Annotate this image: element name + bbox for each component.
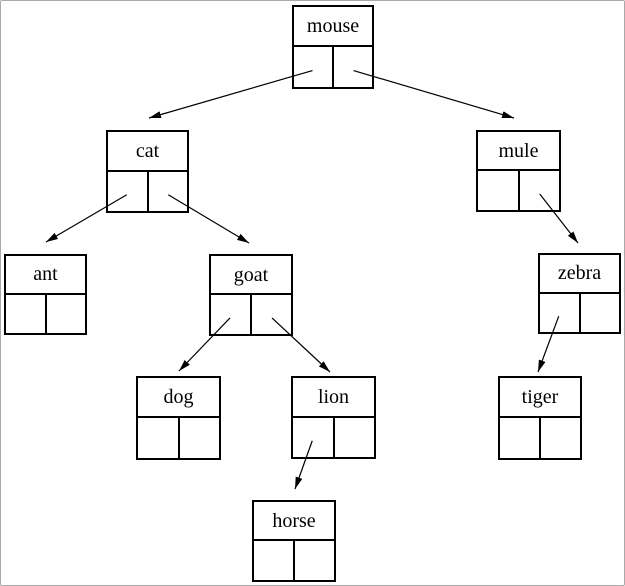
pointer-cell-right [149, 172, 188, 212]
tree-node-tiger: tiger [498, 376, 582, 460]
pointer-cell-right [581, 294, 620, 333]
pointer-cell-left [294, 47, 334, 87]
pointer-cell-right [295, 541, 334, 580]
node-label: horse [254, 502, 334, 541]
tree-node-zebra: zebra [538, 253, 621, 334]
node-label: mouse [294, 7, 372, 47]
pointer-cell-left [293, 417, 335, 457]
pointer-cells [211, 295, 291, 334]
pointer-cell-left [6, 294, 47, 333]
pointer-cells [500, 418, 580, 458]
pointer-cell-left [478, 171, 520, 210]
tree-node-lion: lion [291, 376, 376, 459]
pointer-cells [478, 171, 559, 210]
pointer-cell-right [541, 418, 580, 458]
node-label: lion [293, 378, 374, 418]
node-label: cat [108, 132, 187, 172]
pointer-cell-right [520, 171, 560, 210]
pointer-cell-left [254, 541, 295, 580]
tree-node-goat: goat [209, 254, 293, 336]
tree-node-ant: ant [4, 254, 87, 335]
pointer-cell-right [335, 418, 375, 458]
node-label: dog [138, 378, 219, 418]
tree-node-cat: cat [106, 130, 189, 213]
node-label: goat [211, 256, 291, 295]
node-label: zebra [540, 255, 619, 294]
pointer-cell-right [252, 295, 291, 334]
node-label: mule [478, 132, 559, 171]
arrow-mouse-right-to-mule [353, 69, 515, 119]
pointer-cells [540, 293, 620, 333]
pointer-cells [108, 171, 188, 212]
pointer-cells [254, 541, 334, 580]
pointer-cell-left [108, 171, 149, 211]
pointer-cell-left [500, 418, 541, 458]
pointer-cell-right [180, 418, 220, 458]
pointer-cell-right [47, 295, 86, 334]
node-label: ant [6, 256, 85, 295]
node-label: tiger [500, 378, 580, 418]
pointer-cell-left [138, 418, 180, 458]
pointer-cell-left [540, 293, 581, 332]
tree-node-horse: horse [252, 500, 336, 582]
pointer-cell-right [334, 47, 372, 87]
arrow-mouse-left-to-cat [148, 69, 313, 119]
tree-node-dog: dog [136, 376, 221, 460]
pointer-cells [294, 47, 372, 87]
pointer-cells [138, 418, 219, 458]
pointer-cell-left [211, 295, 252, 334]
tree-node-mouse: mouse [292, 5, 374, 89]
tree-node-mule: mule [476, 130, 561, 212]
pointer-cells [6, 294, 86, 334]
pointer-cells [293, 417, 375, 458]
